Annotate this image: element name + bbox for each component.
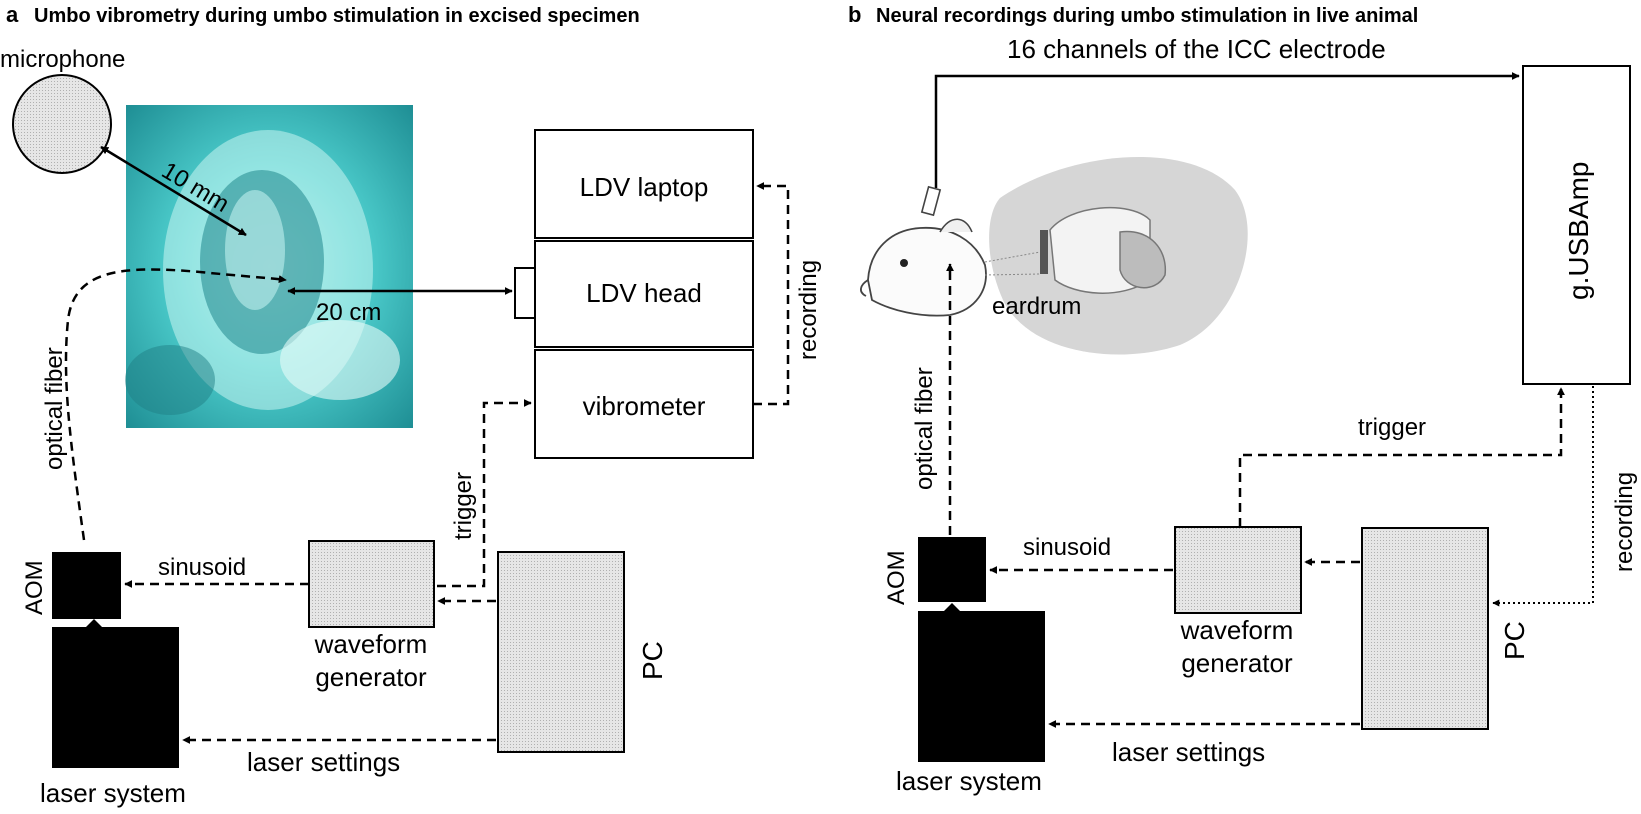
panel-b: b Neural recordings during umbo stimulat…: [848, 2, 1638, 796]
waveform-label-a-1: waveform: [314, 629, 428, 659]
dimension-20cm-label: 20 cm: [316, 299, 381, 326]
usbamp-label: g.USBAmp: [1563, 162, 1594, 301]
microphone-label: microphone: [0, 46, 125, 73]
pc-label-a: PC: [637, 641, 668, 680]
pc-label-b: PC: [1499, 621, 1530, 660]
aom-connector-a: [86, 619, 102, 627]
eardrum-icon: [1040, 230, 1048, 274]
usbamp-box: [1522, 65, 1631, 385]
recording-line-a: [753, 182, 790, 406]
ldv-lens: [514, 267, 536, 319]
laser-settings-label-b: laser settings: [1112, 737, 1265, 767]
aom-label-b: AOM: [883, 550, 910, 605]
trigger-line-b: [1238, 387, 1565, 527]
optical-fiber-line-a: [64, 268, 287, 541]
recording-label-a: recording: [795, 260, 822, 360]
pc-box-a: [497, 551, 625, 753]
panel-a-title: Umbo vibrometry during umbo stimulation …: [34, 5, 640, 27]
aom-label-a: AOM: [21, 560, 48, 615]
laser-system-box-b: [918, 611, 1045, 762]
eardrum-label: eardrum: [992, 293, 1081, 320]
recording-line-b: [1492, 386, 1594, 607]
trigger-label-a: trigger: [450, 472, 477, 540]
waveform-label-a-2: generator: [315, 662, 427, 692]
waveform-generator-box-b: [1174, 526, 1302, 614]
electrode-line: [934, 72, 1520, 188]
panel-a-letter: a: [6, 2, 19, 27]
pc-box-b: [1361, 527, 1489, 730]
dimension-10mm-arrow: [100, 145, 247, 237]
ldv-head-box: [534, 240, 754, 348]
aom-box-b: [918, 537, 986, 602]
ldv-head-label: LDV head: [586, 278, 702, 308]
optical-fiber-label-a: optical fiber: [41, 347, 68, 470]
laser-system-label-a: laser system: [40, 778, 186, 808]
laser-system-label-b: laser system: [896, 766, 1042, 796]
waveform-label-b-1: waveform: [1180, 615, 1294, 645]
vibrometer-label: vibrometer: [583, 391, 706, 421]
trigger-label-b: trigger: [1358, 414, 1426, 441]
specimen-photo: [125, 105, 413, 428]
channels-label: 16 channels of the ICC electrode: [1007, 34, 1386, 64]
panel-a: a Umbo vibrometry during umbo stimulatio…: [0, 2, 822, 808]
vibrometer-box: [534, 349, 754, 459]
panel-b-letter: b: [848, 2, 861, 27]
waveform-generator-box-a: [308, 540, 435, 628]
microphone-icon: [12, 74, 112, 174]
ldv-laptop-label: LDV laptop: [580, 172, 709, 202]
ldv-laptop-box: [534, 129, 754, 239]
recording-label-b: recording: [1611, 472, 1638, 572]
laser-settings-label-a: laser settings: [247, 747, 400, 777]
optical-fiber-label-b: optical fiber: [911, 367, 938, 490]
sinusoid-label-a: sinusoid: [158, 554, 246, 581]
trigger-line-a: [437, 399, 532, 588]
animal-illustration: [860, 156, 1248, 355]
aom-connector-b: [944, 603, 960, 611]
sinusoid-label-b: sinusoid: [1023, 534, 1111, 561]
waveform-label-b-2: generator: [1181, 648, 1293, 678]
laser-system-box-a: [52, 627, 179, 768]
aom-box-a: [52, 552, 121, 619]
panel-b-title: Neural recordings during umbo stimulatio…: [876, 5, 1418, 27]
